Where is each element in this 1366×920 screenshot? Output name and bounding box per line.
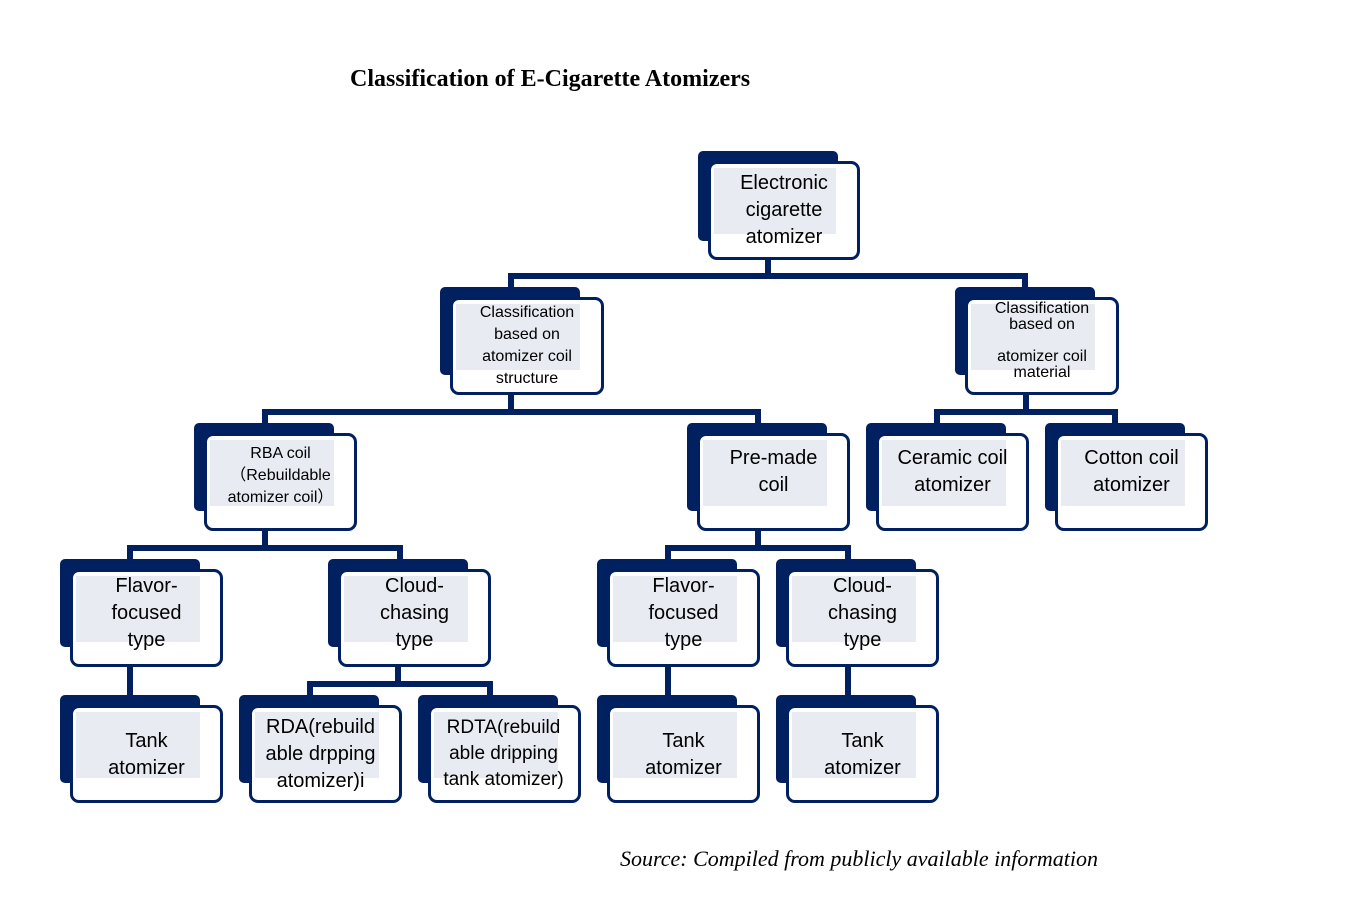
- node-fill: [434, 712, 558, 778]
- node-label: Classification based on atomizer coil st…: [479, 304, 575, 387]
- node-fill: [703, 440, 827, 506]
- node-fill: [1061, 440, 1185, 506]
- node-fill: [714, 168, 836, 234]
- node-label: Tank atomizer: [108, 730, 185, 779]
- node-label: Pre-made coil: [729, 447, 818, 496]
- node-fill: [210, 440, 334, 506]
- node-premade-cloud: Cloud- chasing type: [776, 559, 939, 667]
- node-fill: [792, 576, 916, 642]
- node-fill: [255, 712, 379, 778]
- node-coil-material: Classification based on atomizer coil ma…: [955, 287, 1119, 395]
- node-premade-flavor-tank: Tank atomizer: [597, 695, 760, 803]
- node-fill: [76, 576, 200, 642]
- node-label: Electronic cigarette atomizer: [740, 172, 828, 248]
- node-premade-cloud-tank: Tank atomizer: [776, 695, 939, 803]
- node-fill: [344, 576, 468, 642]
- node-label: Flavor- focused type: [648, 574, 719, 651]
- node-label: Tank atomizer: [824, 730, 901, 779]
- node-fill: [456, 304, 580, 370]
- node-label: Cloud- chasing type: [828, 574, 897, 651]
- node-label: RDA(rebuild able drpping atomizer)i: [265, 715, 376, 792]
- diagram-title: Classification of E-Cigarette Atomizers: [350, 66, 751, 92]
- node-rba-flavor-tank: Tank atomizer: [60, 695, 223, 803]
- node-rda: RDA(rebuild able drpping atomizer)i: [239, 695, 402, 803]
- node-rdta: RDTA(rebuild able dripping tank atomizer…: [418, 695, 581, 803]
- node-rba-coil: RBA coil （Rebuildable atomizer coil）: [194, 423, 357, 531]
- node-root: Electronic cigarette atomizer: [698, 151, 860, 260]
- node-label: RDTA(rebuild able dripping tank atomizer…: [443, 717, 564, 790]
- node-premade-coil: Pre-made coil: [687, 423, 850, 531]
- node-label: Classification based on atomizer coil ma…: [994, 300, 1090, 381]
- node-premade-flavor: Flavor- focused type: [597, 559, 760, 667]
- node-fill: [882, 440, 1006, 506]
- node-fill: [76, 712, 200, 778]
- node-rba-cloud: Cloud- chasing type: [328, 559, 491, 667]
- node-label: Ceramic coil atomizer: [897, 447, 1008, 496]
- node-ceramic-coil: Ceramic coil atomizer: [866, 423, 1029, 531]
- node-cotton-coil: Cotton coil atomizer: [1045, 423, 1208, 531]
- node-label: RBA coil （Rebuildable atomizer coil）: [227, 445, 334, 506]
- source-note: Source: Compiled from publicly available…: [620, 846, 1099, 871]
- node-label: Flavor- focused type: [111, 574, 182, 651]
- node-fill: [613, 576, 737, 642]
- node-fill: [792, 712, 916, 778]
- node-label: Tank atomizer: [645, 730, 722, 779]
- node-label: Cotton coil atomizer: [1084, 447, 1179, 496]
- node-label: Cloud- chasing type: [380, 574, 449, 651]
- node-coil-structure: Classification based on atomizer coil st…: [440, 287, 604, 395]
- node-fill: [971, 304, 1095, 370]
- node-rba-flavor: Flavor- focused type: [60, 559, 223, 667]
- node-fill: [613, 712, 737, 778]
